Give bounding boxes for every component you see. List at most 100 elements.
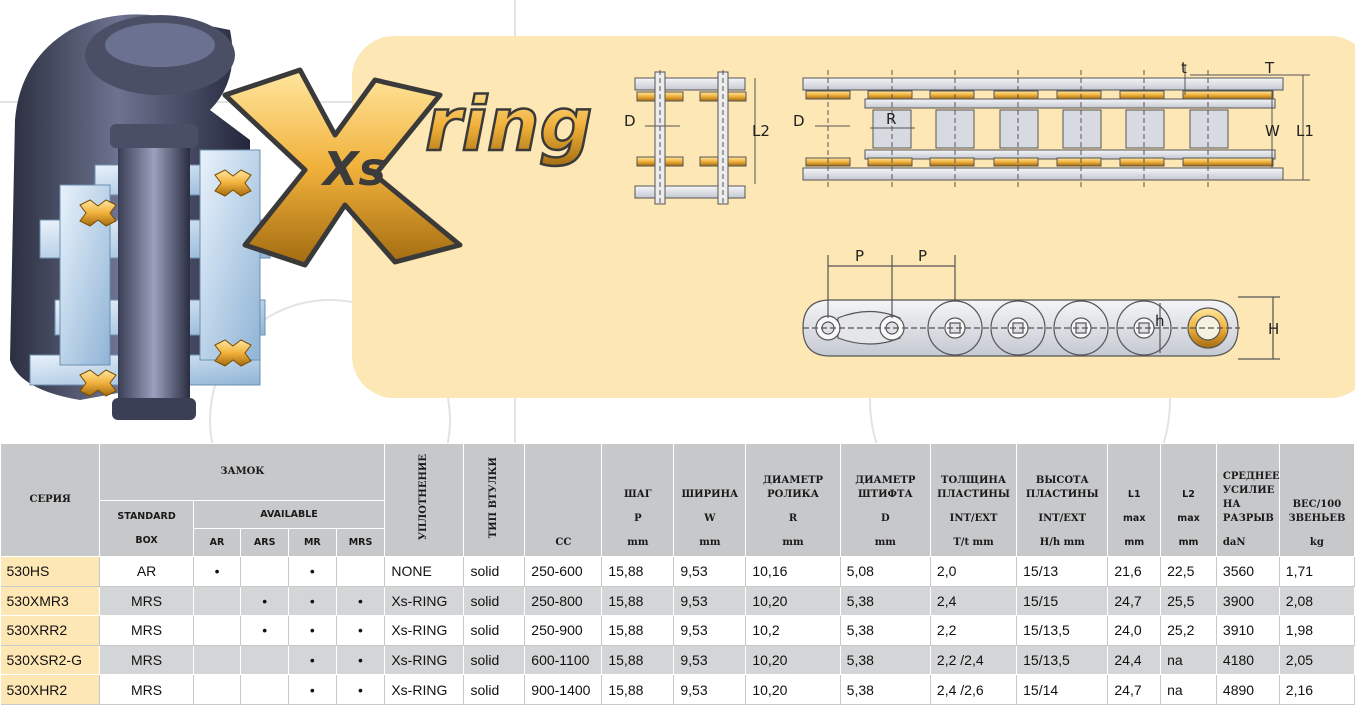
cell-mr: •	[288, 615, 337, 646]
header-available-ar: AR	[192, 528, 242, 557]
label-l2: L2	[752, 122, 770, 140]
header-available: AVAILABLE	[192, 500, 386, 529]
header-available-mrs: MRS	[335, 528, 386, 557]
cell-dan: 3560	[1216, 556, 1280, 587]
cell-mrs: •	[336, 645, 386, 676]
cell-seal: Xs-RING	[384, 586, 465, 617]
cell-w: 9,53	[673, 674, 747, 705]
cell-standard: MRS	[99, 674, 194, 705]
cell-series: 530XSR2-G	[0, 645, 101, 676]
cell-r: 10,20	[745, 586, 841, 617]
cell-kg: 2,16	[1279, 674, 1355, 705]
cell-t: 2,2 /2,4	[930, 645, 1018, 676]
cell-h: 15/13	[1016, 556, 1109, 587]
cell-bushing: solid	[463, 645, 526, 676]
cell-cc: 250-900	[524, 615, 603, 646]
cell-bushing: solid	[463, 674, 526, 705]
cell-ars: •	[240, 586, 289, 617]
cell-l1: 24,4	[1107, 645, 1162, 676]
cell-l1: 24,7	[1107, 674, 1162, 705]
cell-ars	[240, 556, 289, 587]
cell-d: 5,38	[840, 674, 931, 705]
cell-l2: na	[1160, 645, 1217, 676]
label-p-2: P	[918, 247, 927, 265]
chain-spec-table: СЕРИЯ ЗАМОК УПЛОТНЕНИЕ ТИП ВТУЛКИ CC ШАГ…	[0, 443, 1355, 705]
cell-d: 5,38	[840, 586, 931, 617]
cell-r: 10,20	[745, 645, 841, 676]
header-bushing: ТИП ВТУЛКИ	[463, 443, 526, 557]
cell-series: 530HS	[0, 556, 101, 587]
cell-h: 15/13,5	[1016, 645, 1109, 676]
logo-xs-text: Xs	[320, 142, 386, 196]
cell-t: 2,4 /2,6	[930, 674, 1018, 705]
cell-l1: 24,0	[1107, 615, 1162, 646]
cell-l1: 24,7	[1107, 586, 1162, 617]
cell-seal: Xs-RING	[384, 645, 465, 676]
label-h-small: h	[1155, 312, 1165, 330]
cell-bushing: solid	[463, 615, 526, 646]
cell-l2: 25,5	[1160, 586, 1217, 617]
cell-cc: 900-1400	[524, 674, 603, 705]
header-available-ars: ARS	[240, 528, 289, 557]
chain-cutaway-illustration	[10, 14, 271, 420]
cell-w: 9,53	[673, 556, 747, 587]
cell-seal: NONE	[384, 556, 465, 587]
cell-ar	[193, 586, 242, 617]
cell-l2: 25,2	[1160, 615, 1217, 646]
label-t-big: T	[1264, 59, 1275, 77]
cell-ar: •	[193, 556, 242, 587]
chain-top-view-diagram	[634, 65, 1310, 206]
cell-mrs: •	[336, 615, 386, 646]
cell-kg: 2,05	[1279, 645, 1355, 676]
cell-ars	[240, 645, 289, 676]
cell-mrs: •	[336, 586, 386, 617]
cell-kg: 1,71	[1279, 556, 1355, 587]
cell-bushing: solid	[463, 556, 526, 587]
header-lock: ЗАМОК	[99, 443, 386, 501]
cell-dan: 3910	[1216, 615, 1280, 646]
cell-cc: 600-1100	[524, 645, 603, 676]
cell-t: 2,0	[930, 556, 1018, 587]
label-w: W	[1265, 122, 1280, 140]
cell-ar	[193, 645, 242, 676]
cell-standard: MRS	[99, 586, 194, 617]
cell-w: 9,53	[673, 586, 747, 617]
cell-h: 15/14	[1016, 674, 1109, 705]
cell-standard: MRS	[99, 645, 194, 676]
label-r: R	[886, 110, 896, 128]
cell-dan: 3900	[1216, 586, 1280, 617]
cell-dan: 4180	[1216, 645, 1280, 676]
cell-bushing: solid	[463, 586, 526, 617]
label-h-big: H	[1268, 320, 1279, 338]
cell-d: 5,38	[840, 615, 931, 646]
cell-p: 15,88	[601, 556, 675, 587]
label-d-1: D	[624, 112, 636, 130]
header-available-mr: MR	[288, 528, 337, 557]
cell-r: 10,2	[745, 615, 841, 646]
cell-d: 5,08	[840, 556, 931, 587]
cell-cc: 250-800	[524, 586, 603, 617]
label-d-2: D	[793, 112, 805, 130]
cell-ar	[193, 615, 242, 646]
cell-w: 9,53	[673, 645, 747, 676]
header-cc: CC	[524, 443, 603, 557]
cell-h: 15/15	[1016, 586, 1109, 617]
cell-seal: Xs-RING	[384, 615, 465, 646]
cell-p: 15,88	[601, 645, 675, 676]
cell-mr: •	[288, 556, 337, 587]
cell-series: 530XRR2	[0, 615, 101, 646]
cell-d: 5,38	[840, 645, 931, 676]
cell-mrs: •	[336, 674, 386, 705]
cell-r: 10,16	[745, 556, 841, 587]
cell-l2: 22,5	[1160, 556, 1217, 587]
cell-series: 530XMR3	[0, 586, 101, 617]
background-illustration: Xs ring	[0, 0, 1355, 443]
